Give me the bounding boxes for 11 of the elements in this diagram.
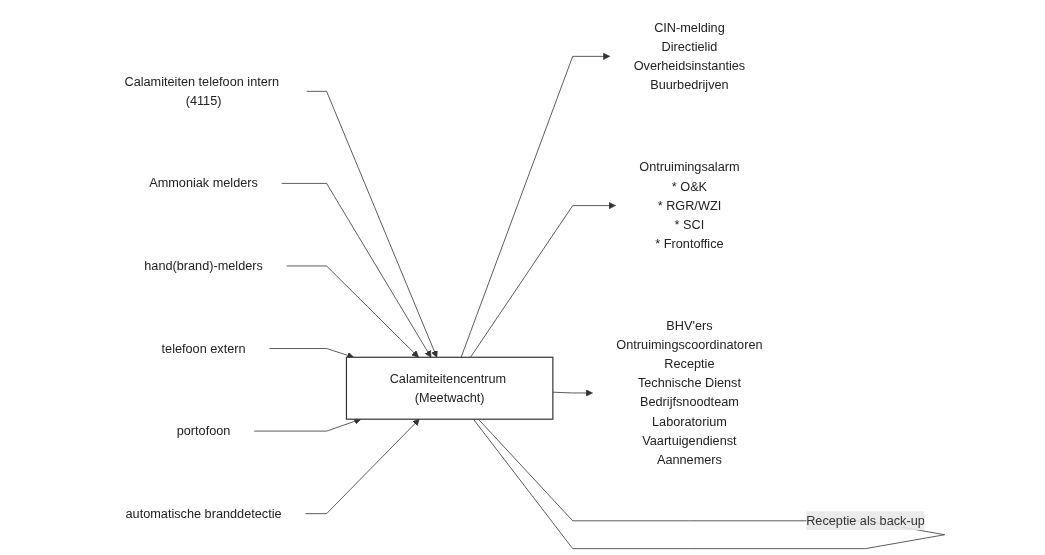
node-text: CIN-melding Directielid Overheidsinstanties Buurbedrijven bbox=[633, 20, 746, 92]
node-text: Ammoniak melders bbox=[149, 176, 258, 190]
node-text: telefoon extern bbox=[161, 341, 246, 355]
node-text: Calamiteiten telefoon intern (4115) bbox=[124, 74, 280, 108]
edge-label: Receptie als back-up bbox=[806, 513, 925, 528]
node-text: automatische branddetectie bbox=[125, 506, 282, 521]
node-text: Ontruimingsalarm * O&K * RGR/WZI * SCI * Frontoffice bbox=[639, 160, 740, 251]
node-text: hand(brand)-melders bbox=[144, 258, 263, 273]
node-text: BHV'ers Ontruimingscoordinatoren Receptie Technische Dienst Bedrijfsnoodteam Laboratorium Vaartuigendienst Aannemers bbox=[616, 319, 763, 466]
node-box: Calamiteitencentrum (Meetwacht) bbox=[345, 356, 554, 420]
node-text: portofoon bbox=[176, 423, 231, 438]
